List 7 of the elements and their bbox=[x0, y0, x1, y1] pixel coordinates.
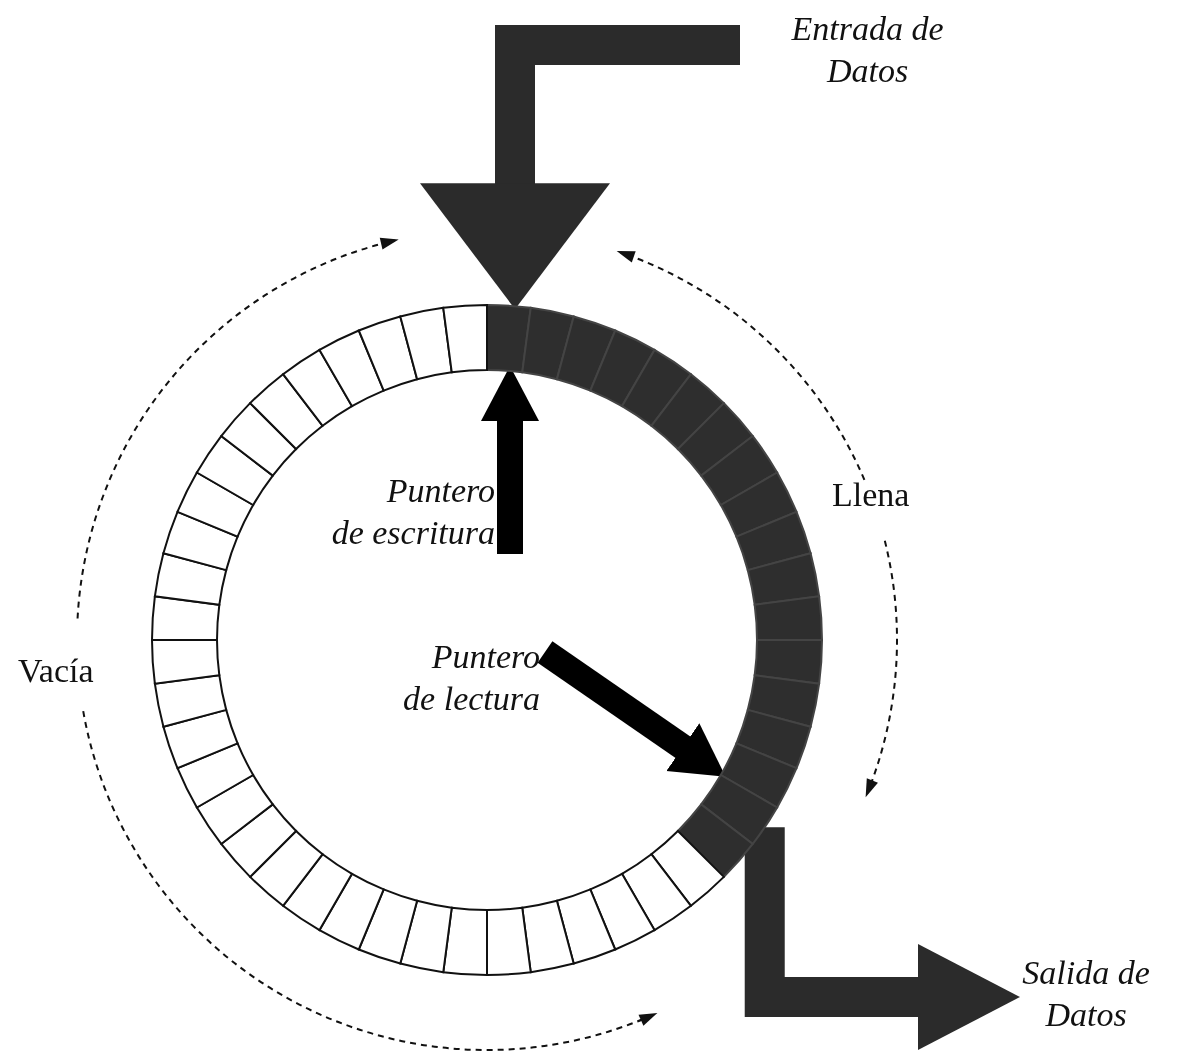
node-label: Puntero de escritura bbox=[330, 470, 495, 554]
node-label: Salida de Datos bbox=[1018, 952, 1154, 1036]
state-label: Vacía bbox=[18, 651, 94, 691]
arrow bbox=[744, 827, 1020, 1050]
node-label: Puntero de lectura bbox=[390, 636, 540, 720]
state-label: Llena bbox=[832, 475, 910, 515]
node-label: Entrada de Datos bbox=[760, 8, 975, 92]
